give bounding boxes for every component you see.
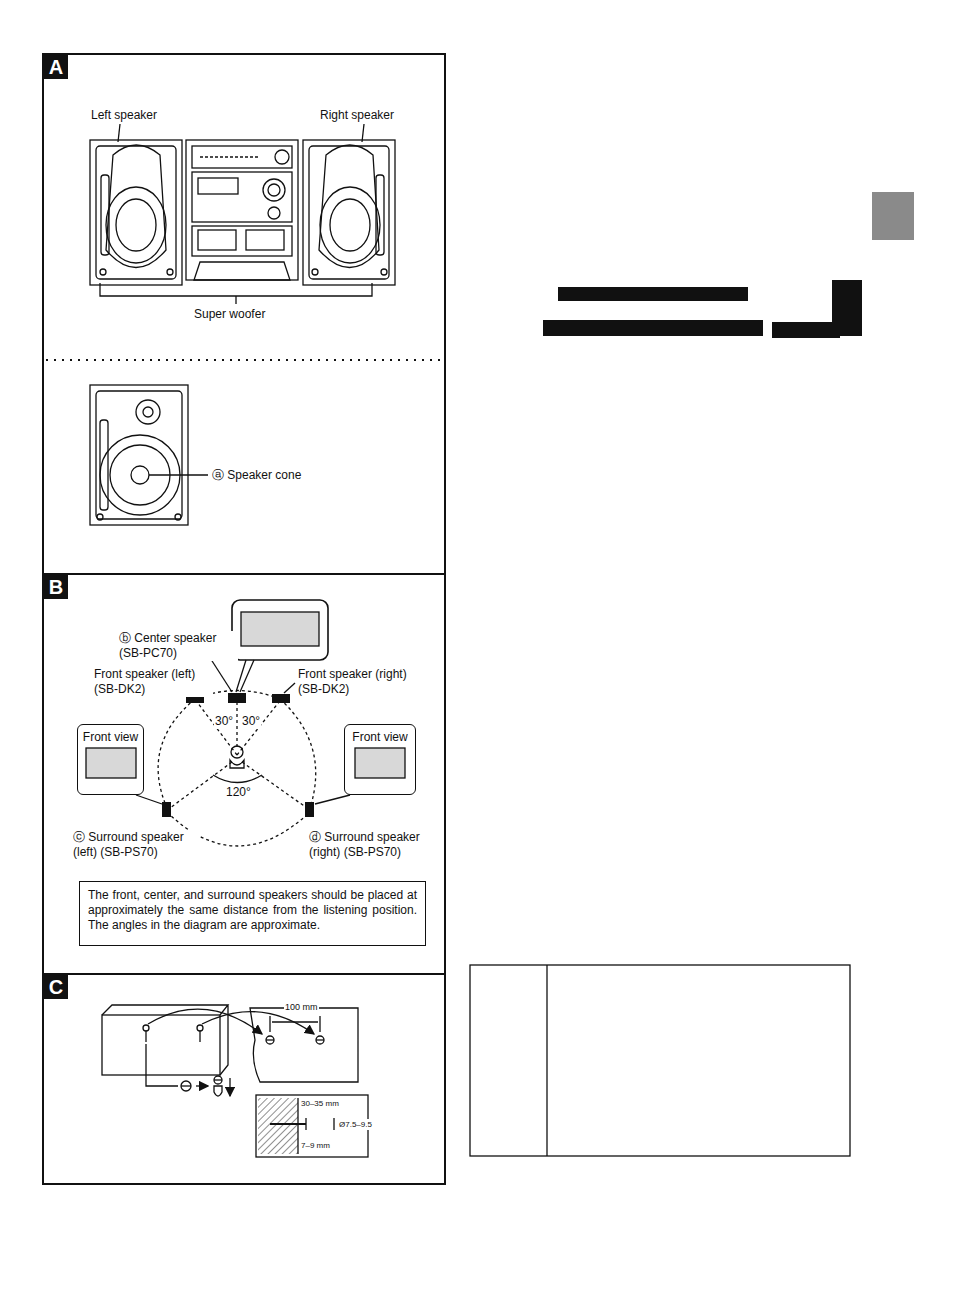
- part-name: Front speaker (left) (SB-DK2): [93, 667, 213, 697]
- note-text: The front, center, and surround speakers…: [88, 888, 417, 933]
- dimension: 30–35 mm: [300, 1098, 340, 1109]
- note-box: The front, center, and surround speakers…: [79, 881, 426, 946]
- part-name: ⓐ Speaker cone: [211, 468, 302, 483]
- part-name: Front speaker (right) (SB-DK2): [297, 667, 425, 697]
- figure-panel: C: [42, 973, 446, 1185]
- view-label: Front view: [78, 730, 143, 744]
- part-name: Left speaker: [90, 108, 158, 123]
- angle-value: 120°: [225, 785, 252, 800]
- panel-letter: C: [44, 975, 68, 999]
- angle-value: 30°: [241, 714, 261, 729]
- part-name: ⓓ Surround speaker (right) (SB-PS70): [308, 830, 440, 860]
- panel-letter: B: [44, 575, 68, 599]
- part-name: Super woofer: [193, 307, 266, 322]
- part-name: Right speaker: [319, 108, 395, 123]
- dimension: 7–9 mm: [300, 1140, 331, 1151]
- angle-value: 30°: [214, 714, 234, 729]
- front-view-box: Front view: [344, 724, 416, 795]
- figure-panel: B Front view Front viewThe front, center, …: [42, 573, 446, 975]
- part-name: ⓒ Surround speaker (left) (SB-PS70): [72, 830, 200, 860]
- dimension: 100 mm: [284, 1001, 319, 1013]
- panel-letter: A: [44, 55, 68, 79]
- part-name: ⓑ Center speaker (SB-PC70): [118, 631, 238, 661]
- view-label: Front view: [345, 730, 415, 744]
- dimension: Ø7.5–9.5: [338, 1119, 373, 1130]
- front-view-box: Front view: [77, 724, 144, 795]
